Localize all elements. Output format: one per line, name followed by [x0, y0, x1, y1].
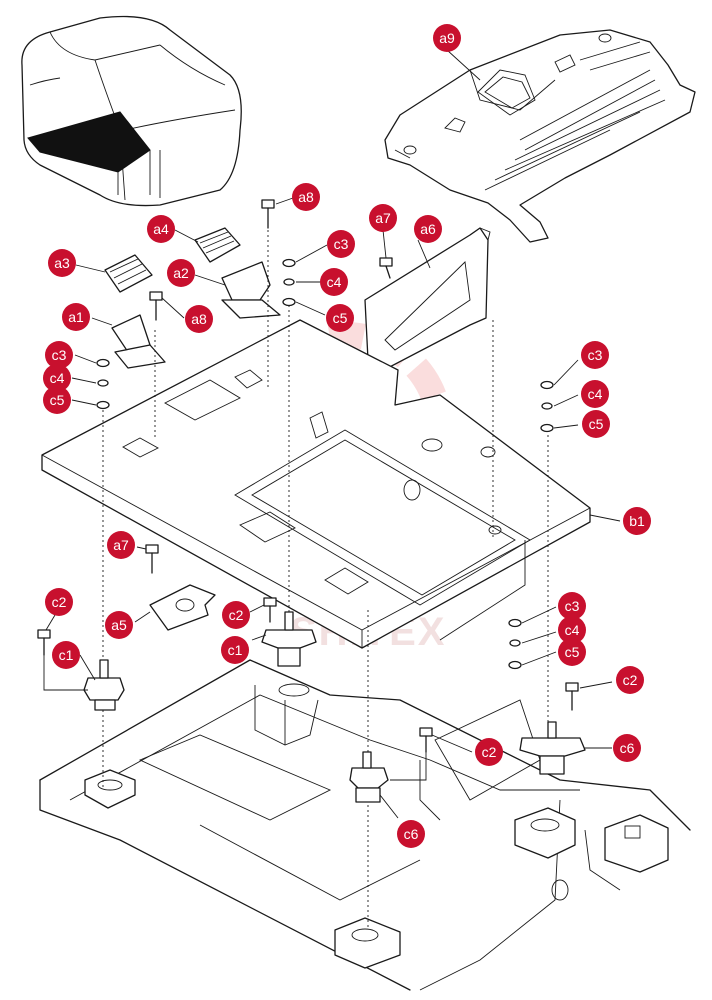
callout-a3-label: a3: [54, 255, 70, 271]
callout-a8-top[interactable]: a8: [292, 183, 320, 211]
callout-a3[interactable]: a3: [48, 249, 76, 277]
callout-c5-right-label: c5: [589, 416, 604, 432]
mat-slots: [484, 41, 666, 191]
bolt-a7-top: [379, 257, 393, 279]
callout-a2-label: a2: [173, 265, 189, 281]
callout-c6-low-label: c6: [404, 826, 419, 842]
callout-a4[interactable]: a4: [147, 215, 175, 243]
callout-a6-label: a6: [420, 221, 436, 237]
callout-c4-low[interactable]: c4: [558, 616, 586, 644]
washers: [96, 258, 554, 670]
callout-c5-left-label: c5: [50, 392, 65, 408]
bracket-a6: [364, 227, 491, 373]
callout-c1-left-label: c1: [59, 647, 74, 663]
mount-c1-mid: [261, 611, 317, 667]
callout-a1-label: a1: [68, 309, 84, 325]
callout-c1-left[interactable]: c1: [52, 641, 80, 669]
bolt-c2-mid: [263, 597, 277, 623]
callout-c4-left[interactable]: c4: [43, 364, 71, 392]
callout-c5-low[interactable]: c5: [558, 638, 586, 666]
cab-thumbnail: [21, 15, 242, 207]
callout-c5-top[interactable]: c5: [326, 304, 354, 332]
callout-a7-low[interactable]: a7: [107, 531, 135, 559]
callout-c6-right-label: c6: [620, 740, 635, 756]
leader-lines: [43, 49, 621, 819]
mount-c1-left: [83, 659, 125, 711]
bolt-c2-right: [565, 682, 579, 711]
callout-c1-mid[interactable]: c1: [221, 636, 249, 664]
callout-a6[interactable]: a6: [414, 215, 442, 243]
callout-a7-low-label: a7: [113, 537, 129, 553]
callout-a8-top-label: a8: [298, 189, 314, 205]
callout-c5-low-label: c5: [565, 644, 580, 660]
mount-boss-right: [514, 807, 576, 859]
mount-boss-far-right: [604, 814, 669, 873]
floor-plate-b1: [41, 319, 591, 649]
callout-a4-label: a4: [153, 221, 169, 237]
mount-c6-low: [349, 751, 389, 803]
callout-c6-low[interactable]: c6: [397, 820, 425, 848]
bolt-c2-lower: [419, 727, 433, 753]
pedal-bracket-a1: [111, 314, 166, 369]
callout-c5-left[interactable]: c5: [43, 386, 71, 414]
callout-c4-left-label: c4: [50, 370, 65, 386]
callout-c5-top-label: c5: [333, 310, 348, 326]
pedal-bracket-a2: [221, 261, 281, 319]
callout-a9[interactable]: a9: [433, 24, 461, 52]
callout-c1-mid-label: c1: [228, 642, 243, 658]
callout-c2-lower-label: c2: [482, 744, 497, 760]
mount-c6-right: [519, 721, 586, 775]
callout-c2-lower[interactable]: c2: [475, 738, 503, 766]
callout-c4-right-label: c4: [588, 386, 603, 402]
callout-c4-right[interactable]: c4: [581, 380, 609, 408]
callout-c2-right[interactable]: c2: [616, 666, 644, 694]
callout-c4-top[interactable]: c4: [320, 268, 348, 296]
callout-c6-right[interactable]: c6: [613, 734, 641, 762]
bolt-a8-top: [261, 199, 275, 229]
callout-c3-right-label: c3: [588, 347, 603, 363]
callout-c3-top[interactable]: c3: [327, 230, 355, 258]
pedal-a4: [194, 227, 241, 263]
callout-c2-mid[interactable]: c2: [222, 601, 250, 629]
bolt-a8-mid: [149, 291, 163, 321]
callout-a7-top-label: a7: [375, 210, 391, 226]
callout-a8-mid-label: a8: [191, 311, 207, 327]
bolt-c2-left: [37, 629, 51, 656]
callout-a9-label: a9: [439, 30, 455, 46]
callout-c3-left[interactable]: c3: [45, 341, 73, 369]
callout-b1-label: b1: [629, 513, 645, 529]
callout-c3-top-label: c3: [334, 236, 349, 252]
mount-boss-left: [84, 769, 136, 809]
pedal-a3: [104, 254, 153, 293]
callout-c2-left-label: c2: [52, 594, 67, 610]
callout-c3-right[interactable]: c3: [581, 341, 609, 369]
callout-c3-low-label: c3: [565, 598, 580, 614]
plate-a5: [149, 584, 216, 631]
callout-a8-mid[interactable]: a8: [185, 305, 213, 333]
callout-a7-top[interactable]: a7: [369, 204, 397, 232]
callout-c5-right[interactable]: c5: [582, 410, 610, 438]
callout-b1[interactable]: b1: [623, 507, 651, 535]
callout-a1[interactable]: a1: [62, 303, 90, 331]
callout-c4-low-label: c4: [565, 622, 580, 638]
bolt-a7-low: [145, 544, 159, 574]
callout-c4-top-label: c4: [327, 274, 342, 290]
callout-a2[interactable]: a2: [167, 259, 195, 287]
callout-c2-left[interactable]: c2: [45, 588, 73, 616]
mount-boss-lower: [334, 917, 401, 969]
callout-a5-label: a5: [111, 617, 127, 633]
callout-c2-mid-label: c2: [229, 607, 244, 623]
callout-c3-low[interactable]: c3: [558, 592, 586, 620]
callout-a5[interactable]: a5: [105, 611, 133, 639]
callout-c2-right-label: c2: [623, 672, 638, 688]
floor-mat-a9: [384, 29, 696, 243]
callout-c3-left-label: c3: [52, 347, 67, 363]
